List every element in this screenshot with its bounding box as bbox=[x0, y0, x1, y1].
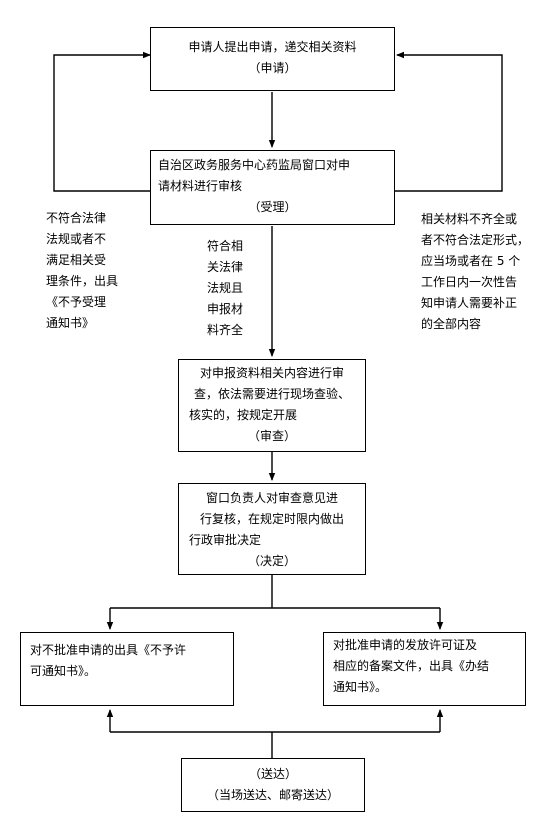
step-decide-line-2: 行复核，在规定时限内做出 bbox=[199, 512, 344, 526]
note-left-line-5: 《不予受理 bbox=[46, 295, 107, 309]
step-review-line-3: 核实的，按规定开展 bbox=[189, 408, 298, 422]
outcome-approve-line-3: 通知书》。 bbox=[333, 680, 388, 694]
step-deliver-line-2: （当场送达、邮寄送达） bbox=[206, 788, 339, 802]
note-middle-line-1: 符合相 bbox=[207, 239, 244, 253]
outcome-approve-box: 对批准申请的发放许可证及 相应的备案文件，出具《办结 通知书》。 bbox=[323, 632, 526, 706]
step-decide-line-1: 窗口负责人对审查意见进 bbox=[205, 491, 338, 505]
note-left-line-2: 法规或者不 bbox=[46, 232, 107, 246]
note-left-line-6: 通知书》 bbox=[46, 316, 95, 330]
arrow-right-loop bbox=[395, 51, 503, 192]
step-review-line-1: 对申报资料相关内容进行审 bbox=[199, 366, 344, 380]
note-left-line-3: 满足相关受 bbox=[46, 253, 107, 267]
note-middle-line-3: 法规且 bbox=[207, 281, 244, 295]
outcome-reject-box: 对不批准申请的出具《不予许 可通知书》。 bbox=[20, 632, 234, 706]
step-decide-box: 窗口负责人对审查意见进 行复核，在规定时限内做出 行政审批决定 （决定） bbox=[178, 483, 366, 575]
arrow-left-loop bbox=[53, 51, 151, 192]
step-apply-line-1: 申请人提出申请，递交相关资料 bbox=[188, 40, 357, 54]
step-review-box: 对申报资料相关内容进行审 查，依法需要进行现场查验、 核实的，按规定开展 （审查… bbox=[178, 359, 366, 452]
note-right-line-4: 工作日内一次性告 bbox=[421, 275, 518, 289]
note-middle-condition: 符合相 关法律 法规且 申报材 料齐全 bbox=[207, 236, 243, 341]
note-right-line-2: 者不符合法定形式， bbox=[421, 233, 530, 247]
note-middle-line-5: 料齐全 bbox=[207, 323, 244, 337]
step-review-line-4: （审查） bbox=[247, 429, 296, 443]
step-accept-line-2: 请材料进行审核 bbox=[158, 179, 243, 193]
note-middle-line-2: 关法律 bbox=[207, 260, 244, 274]
outcome-approve-line-1: 对批准申请的发放许可证及 bbox=[333, 638, 478, 652]
step-apply-box: 申请人提出申请，递交相关资料 （申请） bbox=[150, 27, 395, 91]
step-apply-line-2: （申请） bbox=[248, 61, 297, 75]
step-accept-line-3: （受理） bbox=[248, 200, 297, 214]
note-middle-line-4: 申报材 bbox=[207, 302, 244, 316]
outcome-reject-line-2: 可通知书》。 bbox=[30, 664, 97, 678]
step-decide-line-3: 行政审批决定 bbox=[189, 533, 262, 547]
step-deliver-line-1: （送达） bbox=[248, 767, 297, 781]
outcome-approve-line-2: 相应的备案文件，出具《办结 bbox=[333, 659, 490, 673]
step-decide-line-4: （决定） bbox=[247, 554, 296, 568]
step-accept-line-1: 自治区政务服务中心药监局窗口对申 bbox=[158, 158, 351, 172]
outcome-reject-line-1: 对不批准申请的出具《不予许 bbox=[30, 643, 187, 657]
note-right-supplement: 相关材料不齐全或 者不符合法定形式， 应当场或者在 5 个 工作日内一次性告 知… bbox=[421, 209, 529, 335]
note-right-line-1: 相关材料不齐全或 bbox=[421, 212, 518, 226]
step-accept-box: 自治区政务服务中心药监局窗口对申 请材料进行审核 （受理） bbox=[150, 150, 395, 225]
note-right-line-6: 的全部内容 bbox=[421, 317, 482, 331]
note-left-line-1: 不符合法律 bbox=[46, 211, 107, 225]
step-review-line-2: 查，依法需要进行现场查验、 bbox=[193, 387, 350, 401]
step-deliver-box: （送达） （当场送达、邮寄送达） bbox=[181, 758, 365, 812]
note-left-rejection: 不符合法律 法规或者不 满足相关受 理条件，出具 《不予受理 通知书》 bbox=[46, 208, 118, 334]
note-right-line-5: 知申请人需要补正 bbox=[421, 296, 518, 310]
note-left-line-4: 理条件，出具 bbox=[46, 274, 119, 288]
note-right-line-3: 应当场或者在 5 个 bbox=[421, 254, 521, 268]
